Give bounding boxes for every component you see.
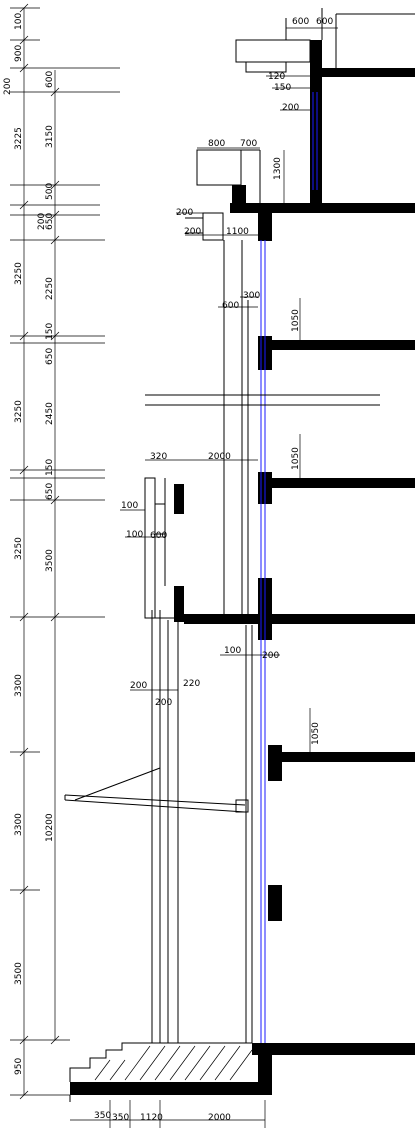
dim-inner-10: 3500 bbox=[45, 549, 55, 572]
dim-storey-0: 100 bbox=[14, 13, 24, 30]
dim-top-10: 1100 bbox=[226, 227, 249, 237]
dim-storey-7: 3250 bbox=[14, 537, 24, 560]
dim-storey-10: 3500 bbox=[14, 962, 24, 985]
dim-inner-5: 150 bbox=[45, 323, 55, 340]
dim-lower-5: 1050 bbox=[311, 722, 321, 745]
dim-inner-11: 10200 bbox=[45, 813, 55, 842]
dim-storey-6: 3250 bbox=[14, 400, 24, 423]
dim-lower-4: 200 bbox=[155, 698, 172, 708]
dim-top-6: 700 bbox=[240, 139, 257, 149]
dim-storey-11: 950 bbox=[14, 1058, 24, 1075]
dim-top-7: 1300 bbox=[273, 157, 283, 180]
dim-top-5: 800 bbox=[208, 139, 225, 149]
dim-storey-3: 3225 bbox=[14, 127, 24, 150]
dim-lower-2: 200 bbox=[130, 681, 147, 691]
dim-top-1: 600 bbox=[316, 17, 333, 27]
dim-mid-0: 600 bbox=[222, 301, 239, 311]
dim-bottom-1: 350 bbox=[112, 1113, 129, 1123]
dim-storey-4: 200 bbox=[37, 213, 47, 230]
dim-storey-9: 3300 bbox=[14, 813, 24, 836]
dim-top-8: 200 bbox=[176, 208, 193, 218]
dim-inner-2: 500 bbox=[45, 183, 55, 200]
dim-mid-3: 320 bbox=[150, 452, 167, 462]
dim-mid-5: 1050 bbox=[291, 447, 301, 470]
dim-lower-1: 200 bbox=[262, 651, 279, 661]
dim-top-4: 200 bbox=[282, 103, 299, 113]
dim-top-9: 200 bbox=[184, 227, 201, 237]
dim-inner-0: 600 bbox=[45, 71, 55, 88]
base-hatch bbox=[94, 1045, 253, 1081]
dim-mid-7: 100 bbox=[126, 530, 143, 540]
dim-top-3: 150 bbox=[274, 83, 291, 93]
dim-top-0: 600 bbox=[292, 17, 309, 27]
dim-inner-7: 2450 bbox=[45, 402, 55, 425]
dim-lower-3: 220 bbox=[183, 679, 200, 689]
dim-storey-5: 3250 bbox=[14, 262, 24, 285]
drawing-dimension-lines bbox=[70, 27, 338, 1128]
dim-bottom-3: 2000 bbox=[208, 1113, 231, 1123]
dim-mid-8: 600 bbox=[150, 531, 167, 541]
dim-top-2: 120 bbox=[268, 72, 285, 82]
dim-lower-0: 100 bbox=[224, 646, 241, 656]
dimension-labels: 600 600 120 150 200 800 700 1300 200 200… bbox=[94, 17, 333, 1123]
glass-curtain bbox=[260, 92, 318, 1043]
dim-storey-8: 3300 bbox=[14, 674, 24, 697]
dim-mid-1: 300 bbox=[243, 291, 260, 301]
dim-mid-6: 100 bbox=[121, 501, 138, 511]
dim-bottom-2: 1120 bbox=[140, 1113, 163, 1123]
dim-bottom-0: 350 bbox=[94, 1111, 111, 1121]
left-dimension-chain: 100 900 200 3225 200 3250 3250 3250 3300… bbox=[3, 3, 120, 1100]
dim-inner-8: 150 bbox=[45, 459, 55, 476]
facade-structure bbox=[64, 8, 415, 1102]
dim-mid-4: 2000 bbox=[208, 452, 231, 462]
dim-mid-2: 1050 bbox=[291, 309, 301, 332]
dim-inner-1: 3150 bbox=[45, 125, 55, 148]
dim-inner-3: 650 bbox=[45, 213, 55, 230]
dim-storey-2: 200 bbox=[3, 78, 13, 95]
dim-inner-6: 650 bbox=[45, 348, 55, 365]
dim-inner-9: 650 bbox=[45, 483, 55, 500]
dim-storey-1: 900 bbox=[14, 45, 24, 62]
dim-inner-4: 2250 bbox=[45, 277, 55, 300]
